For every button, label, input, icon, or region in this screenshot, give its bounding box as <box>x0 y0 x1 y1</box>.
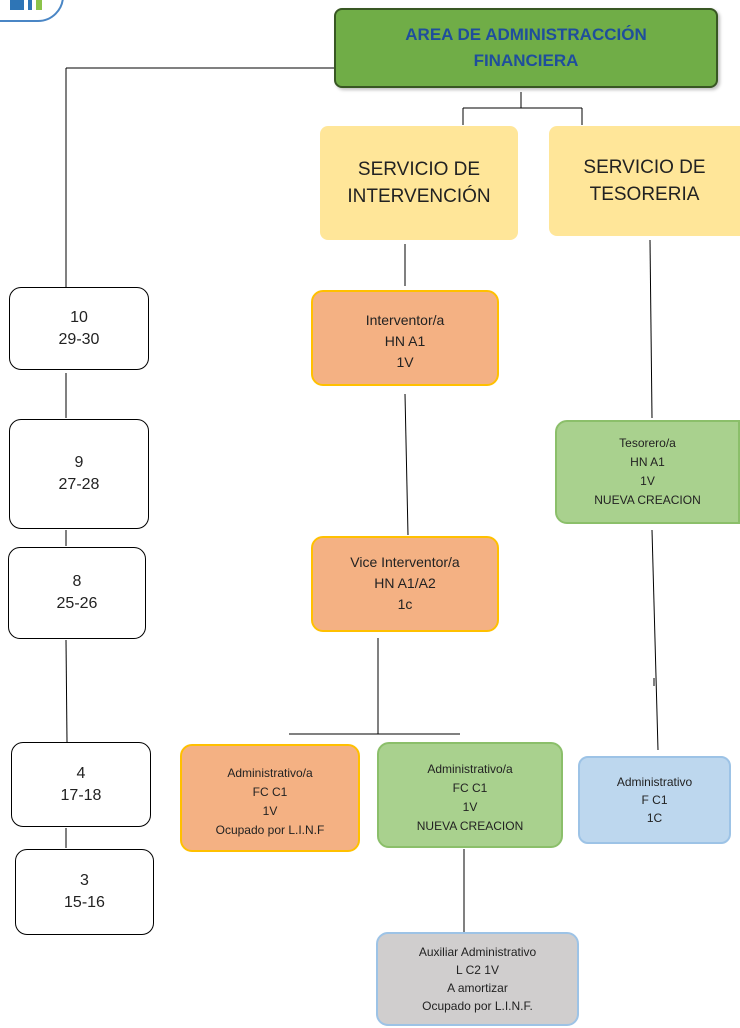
box-text-line: 1V <box>462 800 478 814</box>
box-text-line: A amortizar <box>447 981 508 995</box>
servicio-tesoreria-box: SERVICIO DE TESORERIA <box>549 126 740 236</box>
level-box: 8 25-26 <box>8 547 146 639</box>
box-text-line: Interventor/a <box>365 312 445 328</box>
box-text-line: Vice Interventor/a <box>350 554 460 570</box>
box-text-line: FC C1 <box>452 781 488 795</box>
administrativo-tesoreria-box: Administrativo F C1 1C <box>578 756 731 844</box>
connector-line <box>651 529 659 751</box>
connector-line <box>404 393 409 536</box>
level-range: 25-26 <box>56 595 98 612</box>
box-text-line: 1V <box>640 474 655 488</box>
box-text-line: AREA DE ADMINISTRACCIÓN <box>405 25 647 44</box>
box-text-line: 1V <box>396 354 414 370</box>
box-text-line: Ocupado por L.I.N.F <box>215 823 325 837</box>
level-range: 27-28 <box>58 476 100 493</box>
level-box: 10 29-30 <box>9 287 149 370</box>
level-number: 3 <box>80 872 89 889</box>
level-range: 17-18 <box>60 786 102 804</box>
level-number: 9 <box>74 454 84 471</box>
level-box: 9 27-28 <box>9 419 149 529</box>
box-text-line: Administrativo/a <box>427 762 513 776</box>
logo-mark <box>28 0 32 10</box>
connector-line <box>65 639 68 743</box>
box-text-line: L C2 1V <box>456 963 499 977</box>
box-text-line: INTERVENCIÓN <box>347 186 491 207</box>
box-text-line: Administrativo <box>616 775 693 789</box>
box-text-line: TESORERIA <box>589 184 700 205</box>
box-text-line: HN A1 <box>384 333 426 349</box>
box-text-line: HN A1 <box>630 455 665 469</box>
interventor-box: Interventor/a HN A1 1V <box>311 290 499 386</box>
box-text-line: F C1 <box>641 793 668 807</box>
box-text-line: 1C <box>646 811 663 825</box>
tesorero-box: Tesorero/a HN A1 1V NUEVA CREACION <box>555 420 740 524</box>
administrativo-nueva-box: Administrativo/a FC C1 1V NUEVA CREACION <box>377 742 563 848</box>
logo-mark <box>10 0 24 10</box>
box-text-line: FC C1 <box>252 785 288 799</box>
box-text-line: 1V <box>262 804 278 818</box>
level-range: 15-16 <box>64 894 105 911</box>
auxiliar-administrativo-box: Auxiliar Administrativo L C2 1V A amorti… <box>376 932 579 1026</box>
level-number: 4 <box>76 764 86 782</box>
box-text-line: NUEVA CREACION <box>416 819 524 833</box>
connector-line <box>649 239 653 419</box>
box-text-line: Ocupado por L.I.N.F. <box>422 999 533 1013</box>
box-text-line: Auxiliar Administrativo <box>418 945 537 959</box>
area-administracion-financiera-box: AREA DE ADMINISTRACCIÓN FINANCIERA <box>334 8 718 88</box>
level-range: 29-30 <box>58 330 100 348</box>
box-text-line: SERVICIO DE <box>583 157 706 178</box>
level-number: 10 <box>70 308 88 326</box>
level-box: 3 15-16 <box>15 849 154 935</box>
vice-interventor-box: Vice Interventor/a HN A1/A2 1c <box>311 536 499 632</box>
level-box: 4 17-18 <box>11 742 151 827</box>
administrativo-ocupado-box: Administrativo/a FC C1 1V Ocupado por L.… <box>180 744 360 852</box>
box-text-line: FINANCIERA <box>473 51 579 70</box>
box-text-line: HN A1/A2 <box>374 575 436 591</box>
level-number: 8 <box>72 573 82 590</box>
logo-mark <box>36 0 42 10</box>
box-text-line: 1c <box>397 596 413 612</box>
box-text-line: Tesorero/a <box>619 436 676 450</box>
box-text-line: SERVICIO DE <box>357 159 481 180</box>
servicio-intervencion-box: SERVICIO DE INTERVENCIÓN <box>320 126 518 240</box>
box-text-line: NUEVA CREACION <box>594 493 701 507</box>
box-text-line: Administrativo/a <box>227 766 313 780</box>
